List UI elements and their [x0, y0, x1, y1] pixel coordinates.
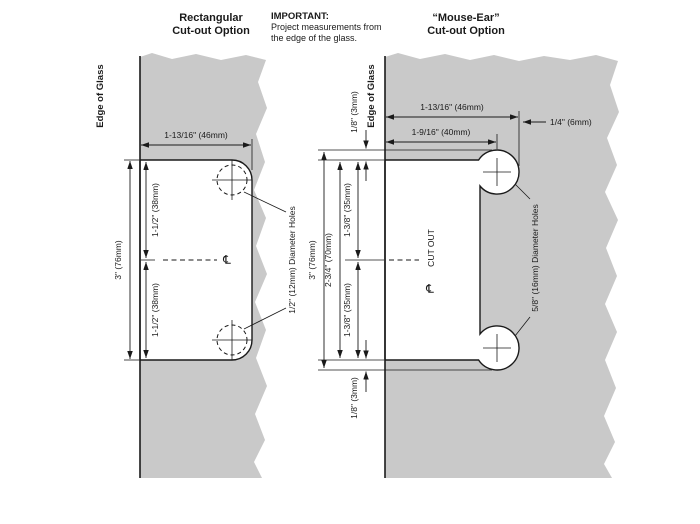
edge-of-glass-label-left: Edge of Glass [95, 64, 106, 127]
right-dim-inner-height-label: 2-3/4" (70mm) [323, 233, 333, 287]
right-title-line2: Cut-out Option [427, 25, 505, 37]
centerline-symbol-right: ℄ [425, 282, 434, 296]
right-dim-width-outer-label: 1-13/16" (46mm) [420, 102, 484, 112]
right-holes-label: 5/8" (16mm) Diameter Holes [530, 204, 540, 311]
hole-crosshairs-left [212, 160, 252, 360]
right-dim-upper-half-label: 1-3/8" (35mm) [342, 183, 352, 237]
header: Rectangular Cut-out Option IMPORTANT: Pr… [172, 11, 505, 43]
left-holes-callout: 1/2" (12mm) Diameter Holes [243, 191, 297, 330]
right-dim-gap-top-label: 1/8" (3mm) [349, 91, 359, 133]
right-dim-ear-radius-label: 1/4" (6mm) [550, 117, 592, 127]
left-title-line1: Rectangular [179, 12, 243, 24]
right-holes-callout: 5/8" (16mm) Diameter Holes [514, 183, 540, 337]
right-gap-dimensions: 1/8" (3mm) 1/8" (3mm) [318, 91, 492, 419]
edge-of-glass-label-right: Edge of Glass [366, 64, 377, 127]
right-dim-width-inner-label: 1-9/16" (40mm) [412, 127, 471, 137]
glass-panel-right [385, 53, 619, 478]
right-title-line1: “Mouse-Ear” [432, 12, 499, 24]
important-heading: IMPORTANT: [271, 11, 329, 22]
right-width-dimensions: 1-13/16" (46mm) 1-9/16" (40mm) 1/4" (6mm… [386, 102, 592, 166]
right-height-dimensions: 1-3/8" (35mm) 1-3/8" (35mm) 2-3/4" (70mm… [307, 152, 384, 368]
left-holes-label: 1/2" (12mm) Diameter Holes [287, 206, 297, 313]
left-title-line2: Cut-out Option [172, 25, 250, 37]
ear-crosshairs [483, 158, 511, 362]
left-total-height-dimension: 3" (76mm) [113, 159, 139, 361]
cut-out-label: CUT OUT [426, 229, 436, 267]
left-diagram: 1-13/16" (46mm) 3" (76mm) 1-1/2" (38mm) … [95, 53, 297, 478]
left-dim-lower-half-label: 1-1/2" (38mm) [150, 283, 160, 337]
right-diagram: 1-13/16" (46mm) 1-9/16" (40mm) 1/4" (6mm… [307, 53, 619, 478]
important-line2: the edge of the glass. [271, 33, 357, 43]
left-dim-upper-half-label: 1-1/2" (38mm) [150, 183, 160, 237]
important-line1: Project measurements from [271, 22, 382, 32]
right-dim-total-height-label: 3" (76mm) [307, 240, 317, 280]
right-dim-gap-bottom-label: 1/8" (3mm) [349, 377, 359, 419]
left-dim-width-label: 1-13/16" (46mm) [164, 130, 228, 140]
centerline-symbol-left: ℄ [222, 253, 231, 267]
left-width-dimension: 1-13/16" (46mm) [141, 130, 253, 170]
left-dim-total-height-label: 3" (76mm) [113, 240, 123, 280]
mouse-ear-cutout [384, 149, 520, 371]
right-dim-lower-half-label: 1-3/8" (35mm) [342, 283, 352, 337]
left-half-dimensions: 1-1/2" (38mm) 1-1/2" (38mm) [141, 162, 160, 358]
